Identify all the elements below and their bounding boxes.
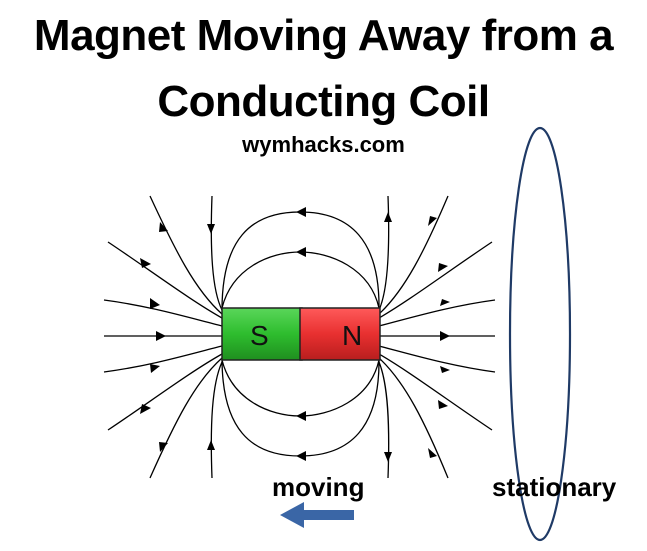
north-pole-label: N (342, 320, 362, 351)
field-arrow (428, 216, 437, 226)
field-arrow (159, 222, 168, 232)
field-line (378, 195, 390, 311)
field-arrow (438, 263, 448, 272)
field-direction-arrows (140, 207, 450, 462)
bar-magnet: S N (221, 307, 381, 361)
left-arrow-icon (280, 502, 354, 528)
field-arrow (428, 448, 437, 458)
field-arrow (150, 298, 160, 309)
field-line (149, 195, 223, 315)
title-line-2: Conducting Coil (157, 77, 490, 126)
field-line (221, 357, 380, 457)
field-line (378, 241, 493, 319)
moving-caption: moving (272, 472, 365, 502)
field-arrow (440, 366, 450, 373)
field-arrow (296, 247, 306, 257)
source-credit: wymhacks.com (242, 132, 405, 157)
field-line (378, 345, 496, 373)
field-line (210, 361, 223, 479)
south-pole-label: S (250, 320, 269, 351)
field-line (378, 353, 493, 431)
field-arrow (384, 212, 392, 222)
south-pole (221, 307, 303, 361)
field-arrow (438, 400, 448, 409)
field-arrow (296, 451, 306, 461)
field-arrow (159, 442, 168, 452)
field-arrow (156, 331, 166, 341)
field-line (103, 299, 223, 327)
field-arrow (140, 404, 151, 414)
field-arrow (296, 207, 306, 217)
field-arrow (140, 258, 151, 268)
field-arrow (150, 364, 160, 373)
field-line (107, 241, 223, 319)
coil-loop-icon (508, 126, 572, 542)
field-line (378, 357, 449, 479)
field-arrow (440, 331, 450, 341)
north-pole (299, 307, 381, 361)
field-line (149, 357, 223, 479)
field-line (107, 353, 223, 431)
field-line (210, 195, 223, 311)
field-arrow (207, 224, 215, 234)
motion-arrow-head (280, 502, 304, 528)
field-arrow (440, 299, 450, 306)
field-line (221, 359, 380, 417)
field-line (378, 299, 496, 327)
field-arrow (296, 411, 306, 421)
field-line (221, 211, 380, 311)
title-line-1: Magnet Moving Away from a (33, 11, 614, 60)
field-arrow (384, 452, 392, 462)
field-line (378, 361, 390, 479)
field-line (221, 247, 380, 309)
motion-arrow-shaft (302, 510, 354, 520)
field-arrow (207, 440, 215, 450)
field-line (378, 195, 449, 315)
stationary-caption: stationary (492, 472, 617, 502)
field-line (103, 345, 223, 373)
